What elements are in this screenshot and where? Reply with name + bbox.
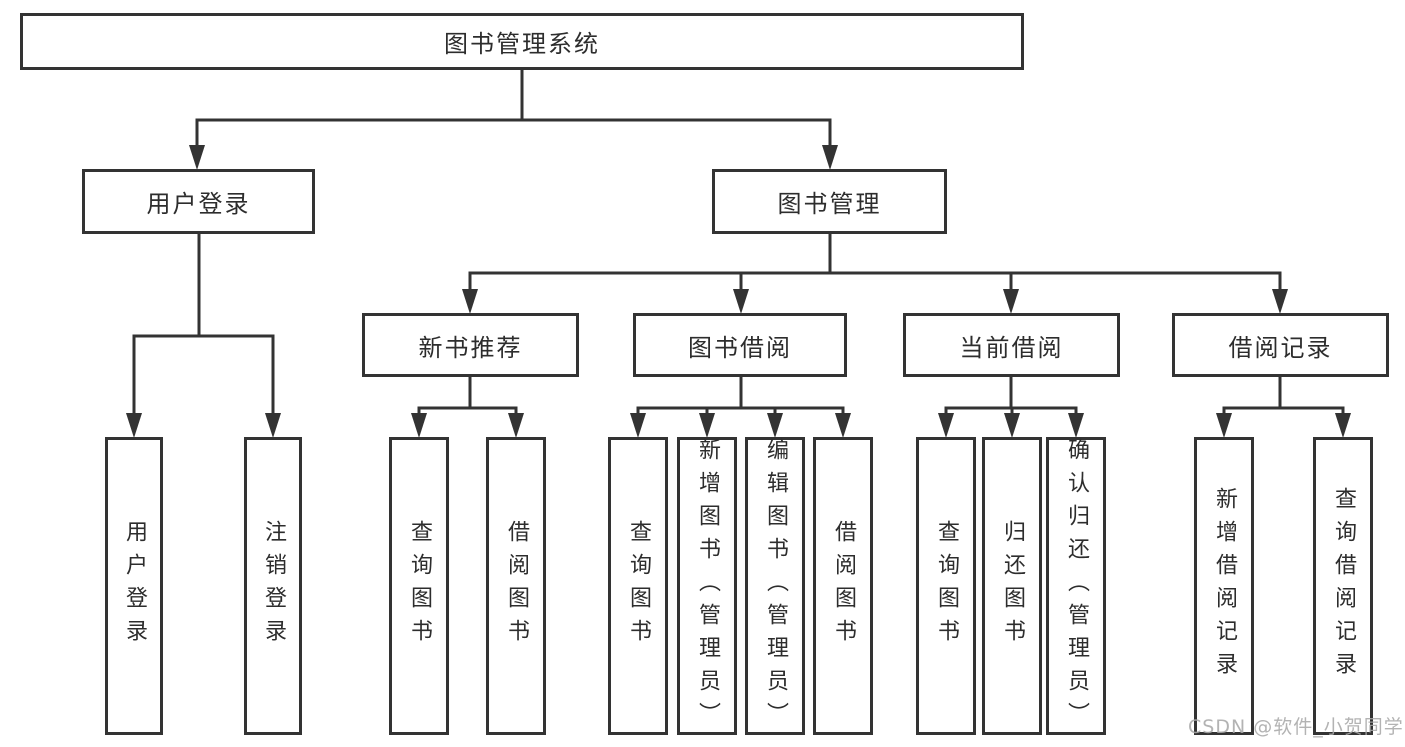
arrow-down-icon: [126, 413, 142, 438]
leaf-query-borrow-record: 查询借阅记录: [1313, 437, 1373, 735]
leaf-query-book-3: 查询图书: [916, 437, 976, 735]
connector-root-branch: [195, 118, 832, 148]
arrow-down-icon: [1216, 413, 1232, 438]
leaf-query-book-3-label: 查询图书: [934, 520, 959, 652]
leaf-borrow-book-2: 借阅图书: [813, 437, 873, 735]
arrow-down-icon: [733, 289, 749, 314]
leaf-borrow-book-2-label: 借阅图书: [831, 520, 856, 652]
leaf-query-book-2: 查询图书: [608, 437, 668, 735]
node-book-borrow-label: 图书借阅: [688, 333, 792, 362]
connector-lines: [132, 70, 1345, 414]
node-book-borrow: 图书借阅: [633, 313, 847, 377]
arrow-down-icon: [1068, 413, 1084, 438]
leaf-borrow-book-1-label: 借阅图书: [504, 520, 529, 652]
arrow-down-icon: [699, 413, 715, 438]
arrow-down-icon: [189, 145, 205, 170]
leaf-add-borrow-record-label: 新增借阅记录: [1212, 487, 1237, 685]
node-root: 图书管理系统: [20, 13, 1024, 70]
connector-user-login-branch: [132, 334, 275, 414]
leaf-logout-label: 注销登录: [261, 520, 286, 652]
arrow-down-icon: [630, 413, 646, 438]
node-book-management: 图书管理: [712, 169, 947, 234]
arrow-down-icon: [1004, 413, 1020, 438]
connector-borrow-record-branch: [1222, 406, 1345, 414]
arrow-down-icon: [1003, 289, 1019, 314]
node-book-management-label: 图书管理: [777, 190, 882, 218]
csdn-watermark: CSDN @软件_小贺同学: [1188, 716, 1404, 738]
node-new-book-recommend: 新书推荐: [362, 313, 579, 377]
node-borrow-record-label: 借阅记录: [1228, 333, 1333, 362]
leaf-borrow-book-1: 借阅图书: [486, 437, 546, 735]
arrow-down-icon: [938, 413, 954, 438]
node-root-label: 图书管理系统: [444, 30, 600, 58]
arrow-down-icon: [1335, 413, 1351, 438]
arrow-down-icon: [1272, 289, 1288, 314]
arrow-down-icon: [462, 289, 478, 314]
leaf-add-borrow-record: 新增借阅记录: [1194, 437, 1254, 735]
connector-book-borrow-branch: [636, 406, 845, 414]
node-borrow-record: 借阅记录: [1172, 313, 1389, 377]
leaf-query-book-1-label: 查询图书: [407, 520, 432, 652]
leaf-add-book-admin-label: 新增图书（管理员）: [695, 437, 720, 735]
leaf-add-book-admin: 新增图书（管理员）: [677, 437, 737, 735]
arrow-down-icon: [822, 145, 838, 170]
leaf-confirm-return-admin: 确认归还（管理员）: [1046, 437, 1106, 735]
arrow-down-icon: [767, 413, 783, 438]
arrow-down-icon: [508, 413, 524, 438]
connector-book-mgmt-branch: [468, 271, 1282, 291]
node-new-book-recommend-label: 新书推荐: [418, 333, 523, 362]
leaf-return-book-label: 归还图书: [1000, 520, 1025, 652]
leaf-query-book-2-label: 查询图书: [626, 520, 651, 652]
leaf-query-borrow-record-label: 查询借阅记录: [1331, 487, 1356, 685]
leaf-edit-book-admin-label: 编辑图书（管理员）: [763, 437, 788, 735]
leaf-user-login: 用户登录: [105, 437, 163, 735]
leaf-query-book-1: 查询图书: [389, 437, 449, 735]
leaf-confirm-return-admin-label: 确认归还（管理员）: [1064, 437, 1089, 735]
node-current-borrow: 当前借阅: [903, 313, 1120, 377]
leaf-return-book: 归还图书: [982, 437, 1042, 735]
node-user-login: 用户登录: [82, 169, 315, 234]
arrow-down-icon: [411, 413, 427, 438]
arrow-down-icon: [265, 413, 281, 438]
connector-new-book-branch: [417, 406, 518, 414]
leaf-logout: 注销登录: [244, 437, 302, 735]
leaf-user-login-label: 用户登录: [122, 520, 147, 652]
node-user-login-label: 用户登录: [146, 190, 251, 218]
node-current-borrow-label: 当前借阅: [959, 333, 1064, 362]
arrow-down-icon: [835, 413, 851, 438]
leaf-edit-book-admin: 编辑图书（管理员）: [745, 437, 805, 735]
connector-level3-stems: [468, 377, 1282, 408]
